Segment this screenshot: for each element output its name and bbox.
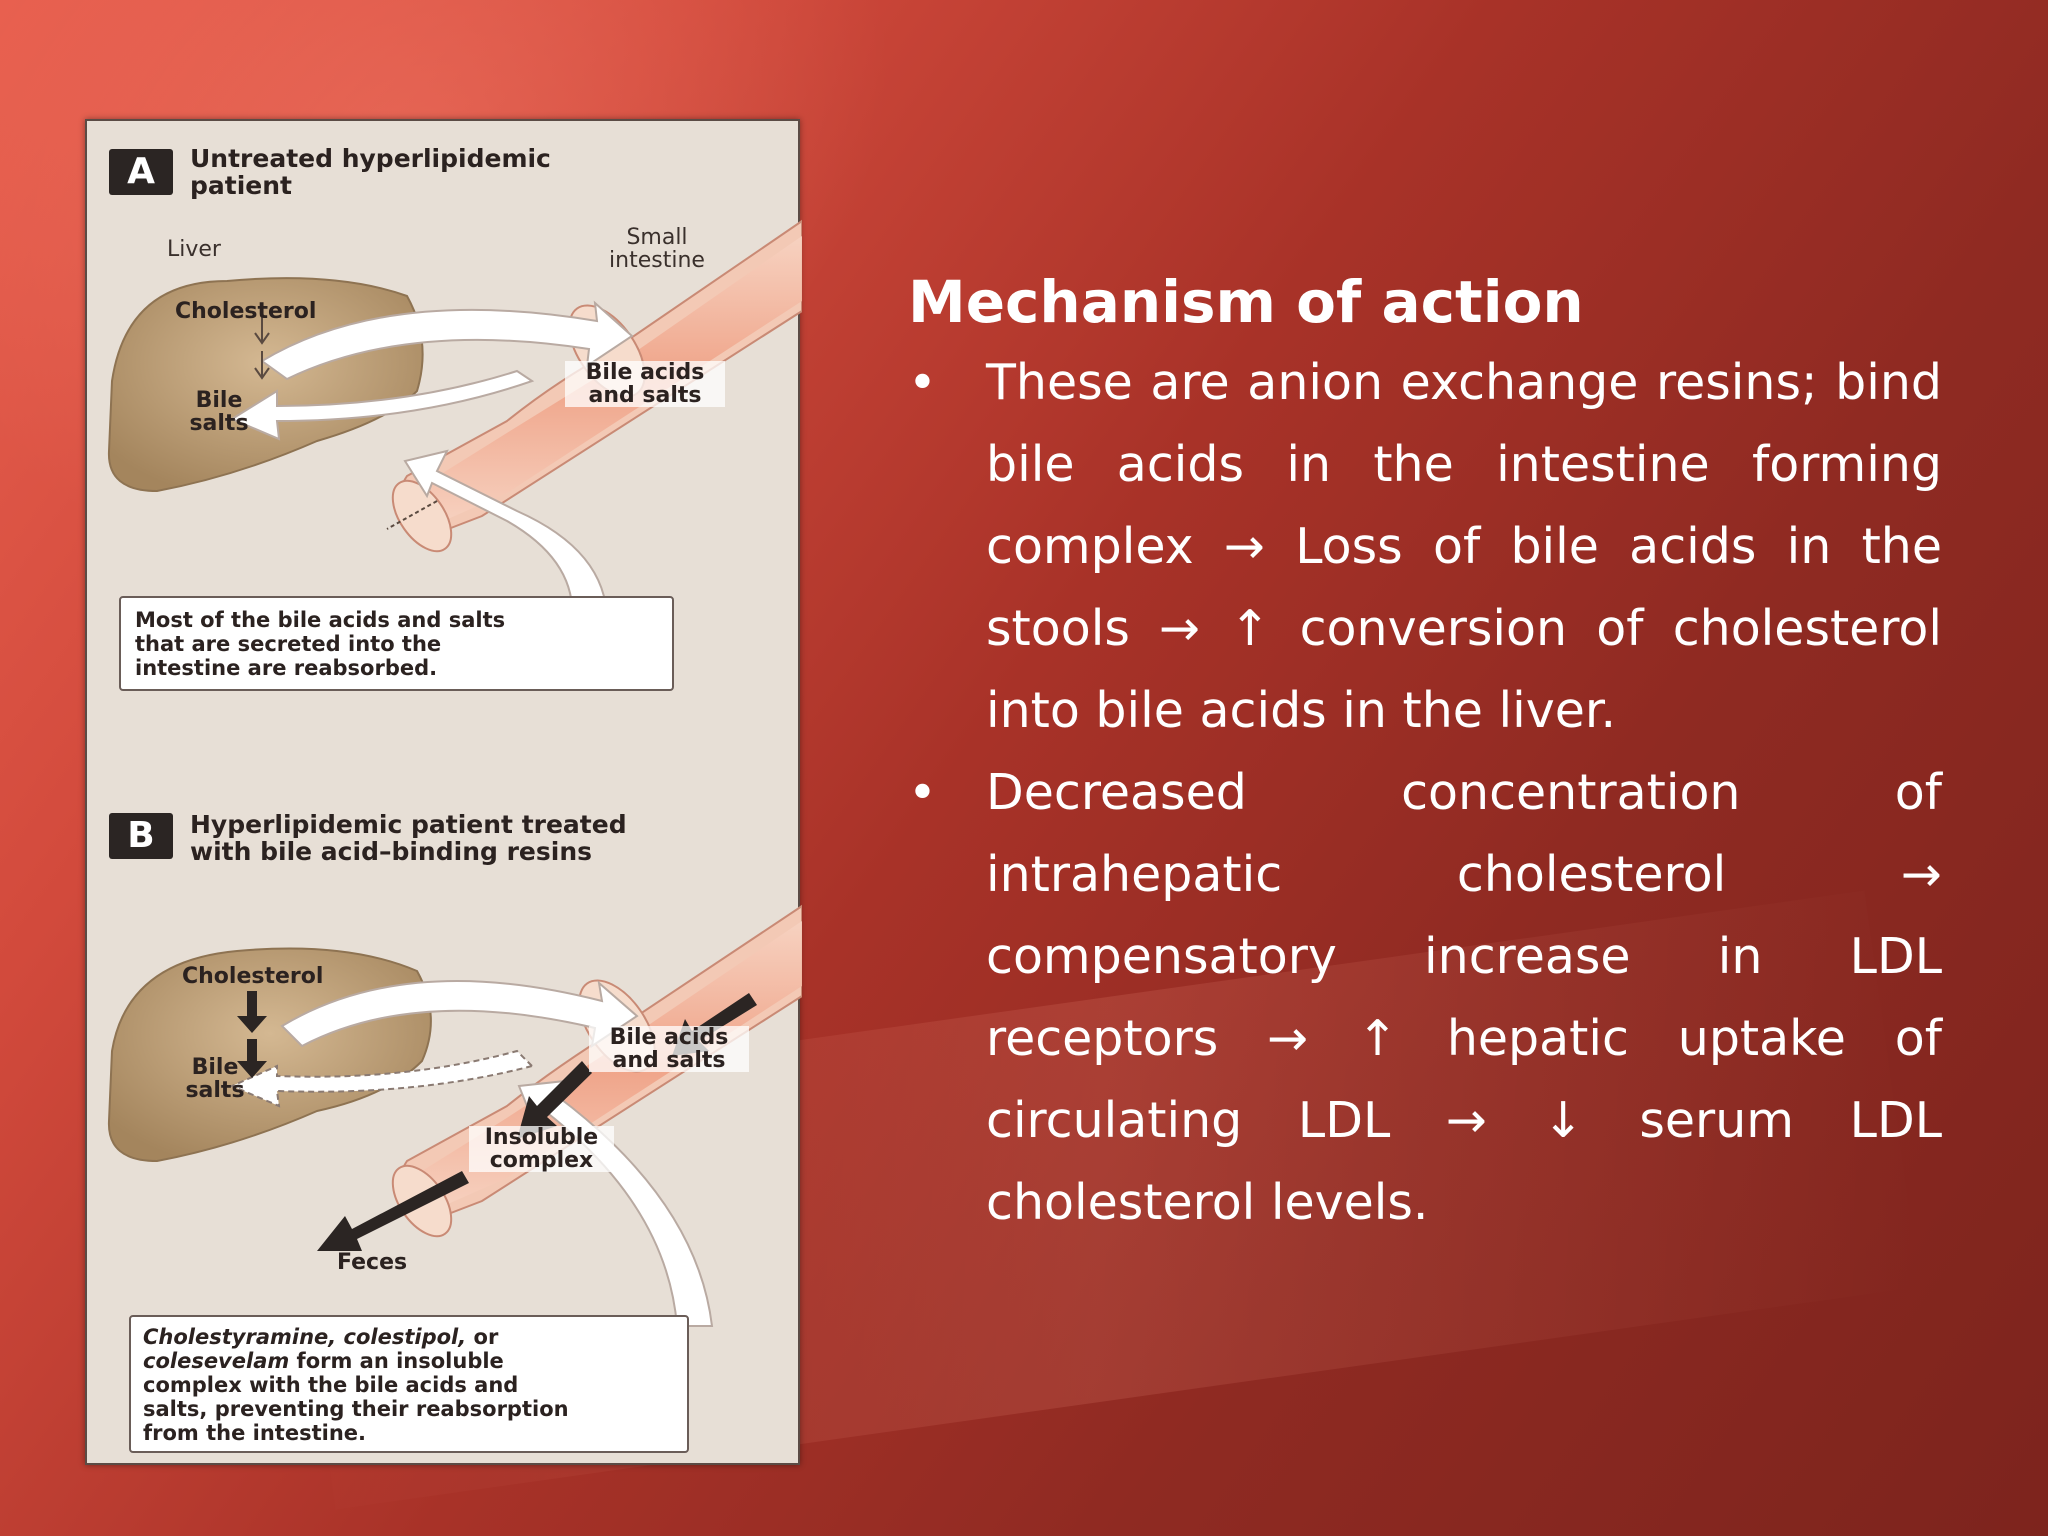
panel-b-title: Hyperlipidemic patient treated with bile… bbox=[190, 811, 627, 865]
cholesterol-label-b: Cholesterol bbox=[182, 964, 324, 989]
resin-note-line: Cholestyramine, colestipol, or bbox=[143, 1325, 675, 1349]
note-text: form an insoluble bbox=[289, 1349, 504, 1373]
panel-a-badge: A bbox=[109, 149, 173, 195]
note-line: Most of the bile acids and salts bbox=[135, 608, 506, 632]
resin-note: Cholestyramine, colestipol, or colesevel… bbox=[129, 1315, 689, 1453]
panel-a-title-line: patient bbox=[190, 171, 292, 200]
resin-note-line: salts, preventing their reabsorption bbox=[143, 1397, 569, 1421]
reabsorption-arrow-a bbox=[229, 369, 535, 441]
insoluble-line: complex bbox=[489, 1148, 594, 1173]
insoluble-complex-label: Insoluble complex bbox=[469, 1126, 614, 1172]
drug-names: Cholestyramine, colestipol, bbox=[143, 1325, 467, 1349]
note-line: intestine are reabsorbed. bbox=[135, 656, 438, 680]
secretion-arrow-b bbox=[280, 980, 639, 1049]
bile-acid-resin-diagram: A Untreated hyperlipidemic patient Liver… bbox=[85, 119, 802, 1465]
bile-acids-line: and salts bbox=[588, 383, 702, 408]
cholesterol-conversion-arrow-b bbox=[237, 991, 267, 1078]
bile-acids-line: Bile acids bbox=[585, 360, 705, 385]
reabsorption-note: Most of the bile acids and salts that ar… bbox=[119, 596, 674, 691]
resin-note-line: from the intestine. bbox=[143, 1421, 366, 1445]
cholesterol-conversion-arrow-a bbox=[254, 316, 270, 380]
panel-a-title-line: Untreated hyperlipidemic bbox=[190, 144, 551, 173]
bile-salts-label-b: Bile salts bbox=[175, 1056, 255, 1102]
bile-salts-line: Bile bbox=[195, 388, 243, 413]
insoluble-line: Insoluble bbox=[484, 1125, 599, 1150]
slide-heading: Mechanism of action bbox=[908, 268, 1584, 336]
bile-salts-line: salts bbox=[189, 411, 249, 436]
resin-note-line: complex with the bile acids and bbox=[143, 1373, 519, 1397]
secretion-arrow-a bbox=[260, 300, 634, 381]
bile-acids-line: and salts bbox=[612, 1048, 726, 1073]
resin-note-line: colesevelam form an insoluble bbox=[143, 1349, 675, 1373]
intestine-label-line: Small bbox=[626, 225, 688, 250]
note-text: or bbox=[466, 1325, 499, 1349]
intestine-label-line: intestine bbox=[609, 248, 705, 273]
slide-content: Mechanism of action • These are anion ex… bbox=[908, 262, 1942, 1244]
feces-label: Feces bbox=[337, 1250, 408, 1275]
bile-acids-line: Bile acids bbox=[609, 1025, 729, 1050]
bullet-text: Decreased concentration of intrahepatic … bbox=[986, 764, 1942, 1231]
bullet-item: • Decreased concentration of intrahepati… bbox=[908, 752, 1942, 1244]
callout-arrow-a bbox=[403, 449, 609, 622]
reduced-reabsorption-arrow-b bbox=[229, 1049, 534, 1108]
note-line: that are secreted into the bbox=[135, 632, 442, 656]
panel-a-title: Untreated hyperlipidemic patient bbox=[190, 145, 551, 199]
complex-formation-arrow bbox=[517, 1061, 592, 1139]
panel-b-title-line: with bile acid–binding resins bbox=[190, 837, 593, 866]
panel-b-badge: B bbox=[109, 813, 173, 859]
bile-salts-line: salts bbox=[185, 1078, 245, 1103]
drug-name: colesevelam bbox=[143, 1349, 290, 1373]
bile-salts-line: Bile bbox=[191, 1055, 239, 1080]
bile-acids-label-b: Bile acids and salts bbox=[589, 1026, 749, 1072]
bile-acids-label-a: Bile acids and salts bbox=[565, 361, 725, 407]
bullet-dot: • bbox=[908, 354, 937, 411]
panel-b-title-line: Hyperlipidemic patient treated bbox=[190, 810, 627, 839]
liver-label: Liver bbox=[167, 237, 221, 262]
cholesterol-label-a: Cholesterol bbox=[175, 299, 317, 324]
bile-salts-label-a: Bile salts bbox=[179, 389, 259, 435]
bullet-list: • These are anion exchange resins; bind … bbox=[908, 342, 1942, 1244]
bullet-dot: • bbox=[908, 764, 937, 821]
bullet-item: • These are anion exchange resins; bind … bbox=[908, 342, 1942, 752]
feces-arrow bbox=[317, 1171, 469, 1251]
small-intestine-label: Small intestine bbox=[592, 226, 722, 272]
dashed-arrow-a bbox=[386, 500, 438, 530]
bullet-text: These are anion exchange resins; bind bi… bbox=[986, 354, 1942, 739]
